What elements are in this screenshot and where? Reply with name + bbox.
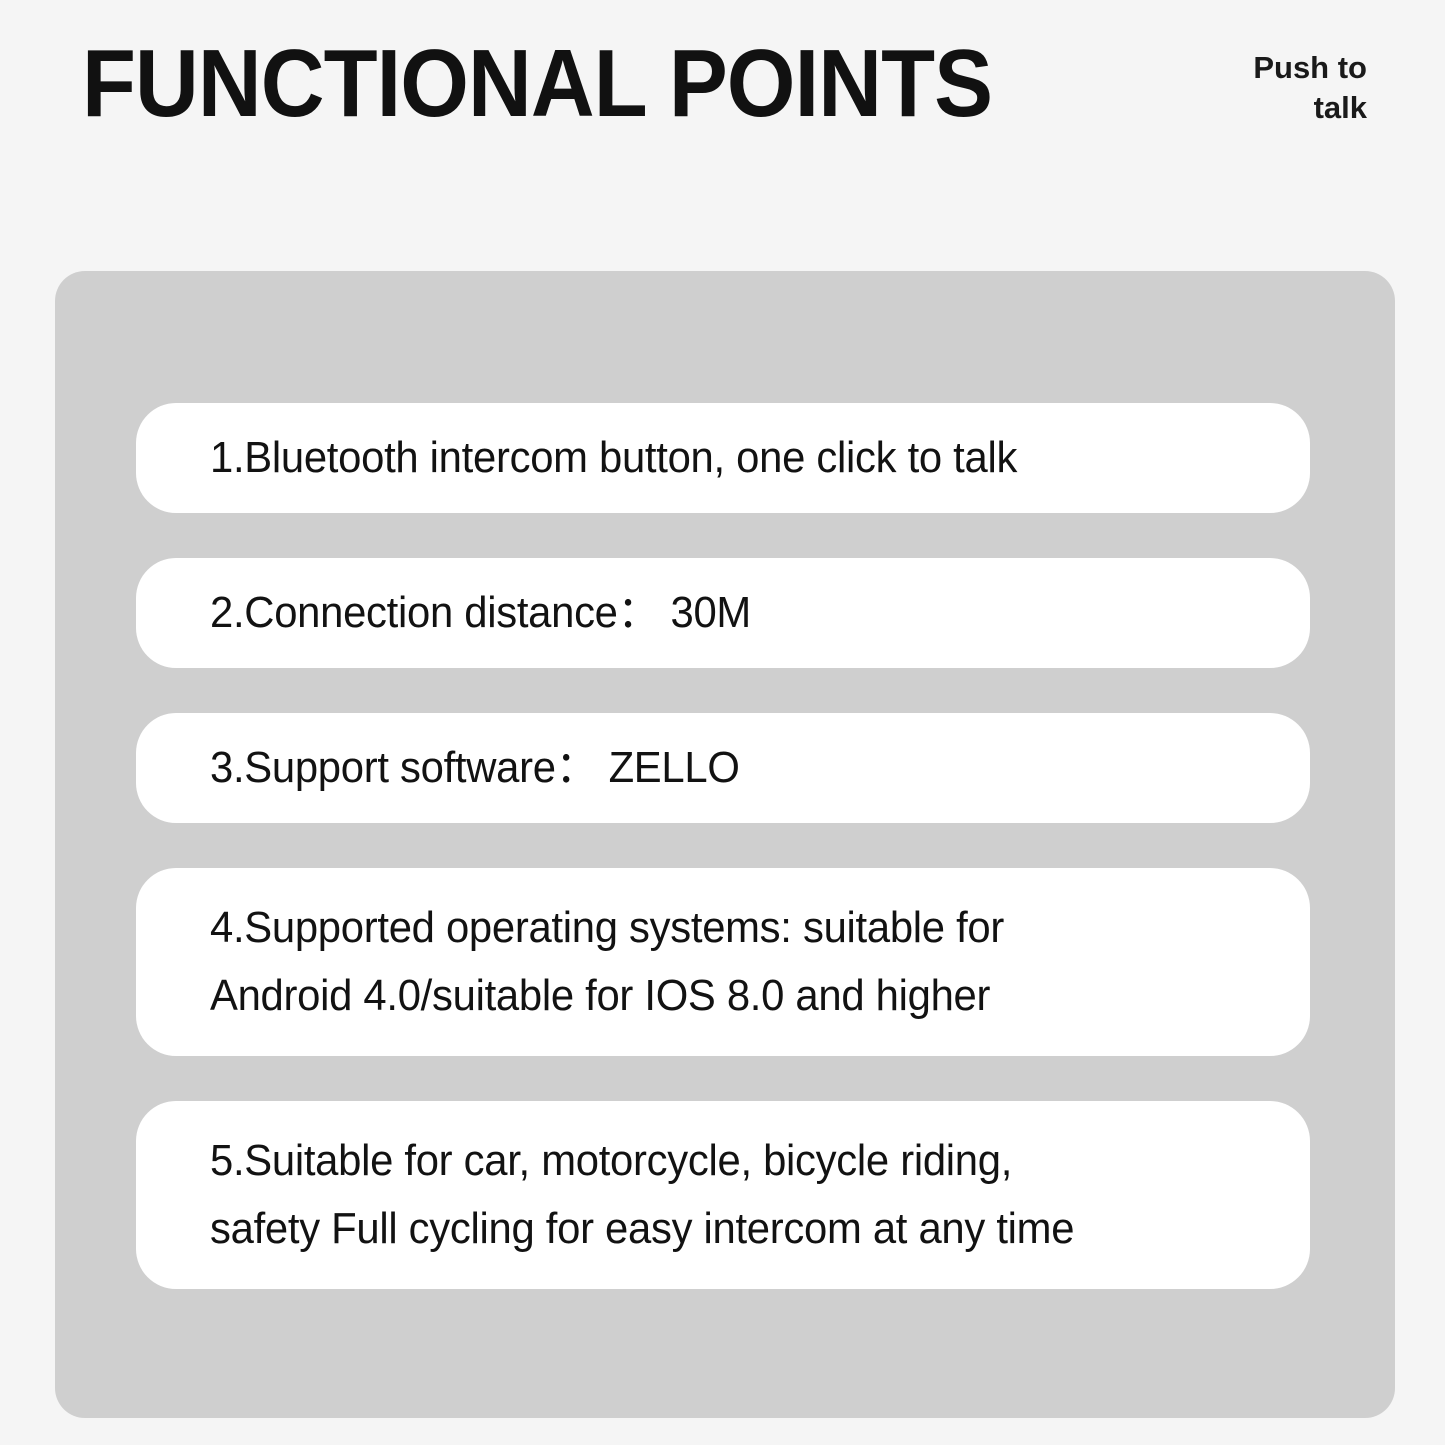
list-item-text: 4.Supported operating systems: suitable … (210, 902, 1005, 1020)
list-item-text: 1.Bluetooth intercom button, one click t… (210, 432, 1018, 482)
list-item: 2.Connection distance： 30M (136, 558, 1310, 668)
page-header: FUNCTIONAL POINTS Push to talk (0, 0, 1445, 200)
push-to-talk-label: Push to talk (1167, 48, 1367, 127)
list-item: 5.Suitable for car, motorcycle, bicycle … (136, 1101, 1310, 1289)
functional-points-list: 1.Bluetooth intercom button, one click t… (136, 403, 1310, 1289)
page-title: FUNCTIONAL POINTS (82, 30, 993, 137)
list-item-text: 3.Support software： ZELLO (210, 742, 740, 792)
push-to-talk-line-2: talk (1313, 89, 1367, 125)
list-item: 4.Supported operating systems: suitable … (136, 868, 1310, 1056)
list-item: 3.Support software： ZELLO (136, 713, 1310, 823)
list-item-text: 2.Connection distance： 30M (210, 587, 751, 637)
list-item: 1.Bluetooth intercom button, one click t… (136, 403, 1310, 513)
functional-points-panel: 1.Bluetooth intercom button, one click t… (55, 271, 1395, 1418)
list-item-text: 5.Suitable for car, motorcycle, bicycle … (210, 1135, 1075, 1253)
push-to-talk-line-1: Push to (1253, 50, 1367, 85)
